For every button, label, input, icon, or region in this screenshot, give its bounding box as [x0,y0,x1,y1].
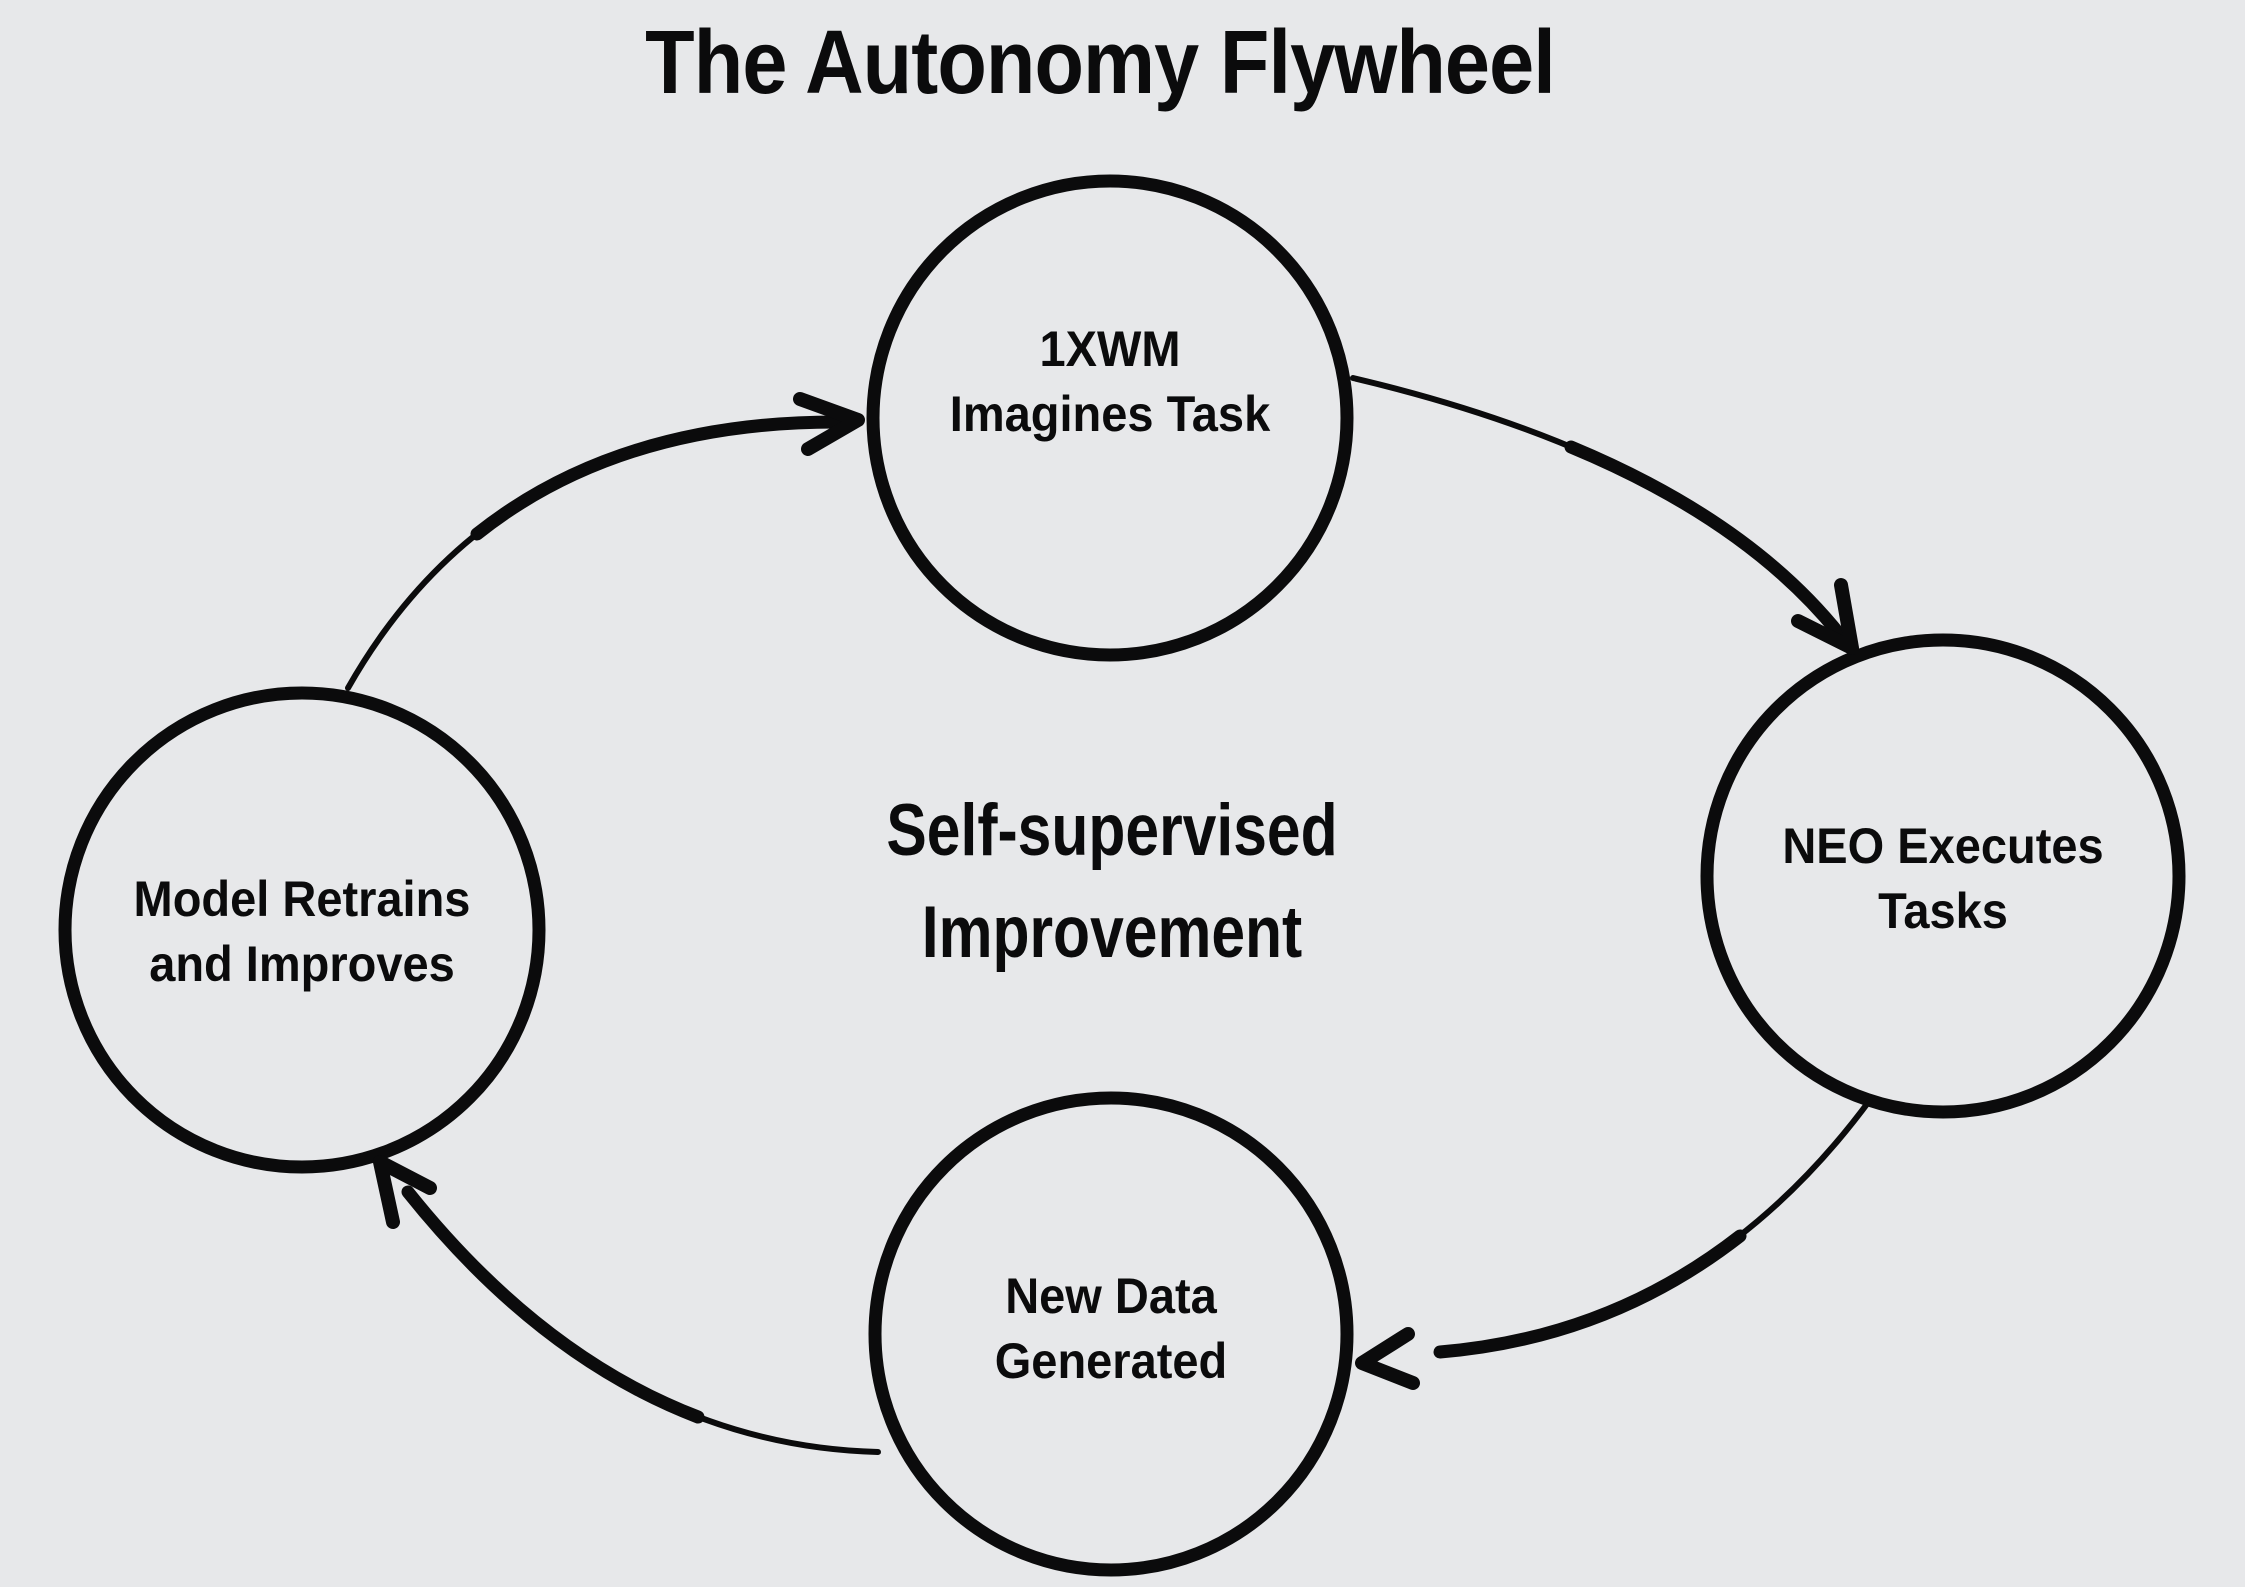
node-top-circle [866,174,1354,662]
arrowhead-icon [1355,1327,1420,1390]
node-left-label: Model Retrains and Improves [67,867,537,997]
node-bottom-label-line1: New Data [1005,1268,1217,1324]
arrow-top-to-right [1350,375,1859,655]
node-right-label-line2: Tasks [1878,883,2008,939]
node-right-label: NEO Executes Tasks [1708,814,2178,944]
node-bottom-circle [868,1091,1354,1577]
node-bottom-label: New Data Generated [876,1264,1346,1394]
center-caption-line1: Self-supervised [886,790,1338,871]
node-left-label-line1: Model Retrains [133,871,471,927]
arrowhead-icon [373,1155,437,1229]
diagram-title: The Autonomy Flywheel [645,13,1556,113]
node-left-label-line2: and Improves [149,936,455,992]
node-bottom-label-line2: Generated [994,1333,1228,1389]
center-caption-line2: Improvement [921,892,1303,973]
arrowhead-icon [1791,578,1859,655]
node-left-circle [58,686,546,1174]
arrow-bottom-to-left [373,1155,881,1455]
flow-arrows [345,375,1873,1455]
node-top-label: 1XWM Imagines Task [875,317,1345,447]
node-top-label-line2: Imagines Task [949,386,1271,442]
arrowhead-icon [793,392,865,456]
node-right-circle [1700,633,2186,1119]
center-caption: Self-supervised Improvement [780,780,1444,984]
node-top-label-line1: 1XWM [1039,321,1181,377]
node-right-label-line1: NEO Executes [1782,818,2104,874]
arrow-left-to-top [345,392,865,691]
arrow-right-to-bottom [1355,1097,1873,1390]
node-circles [58,174,2186,1577]
